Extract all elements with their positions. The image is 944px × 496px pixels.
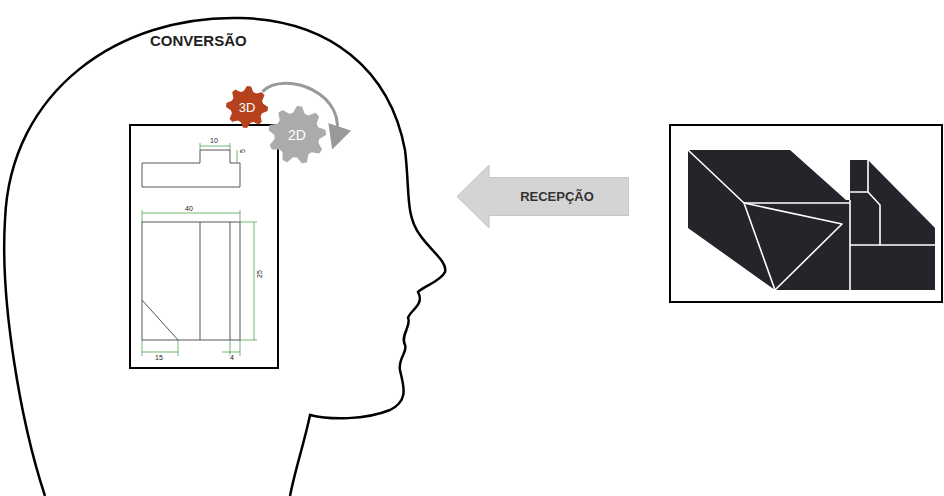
dimension-label: 4 xyxy=(230,354,234,361)
technical-drawing xyxy=(130,125,278,368)
head-outline xyxy=(4,18,445,496)
dimension-label: 40 xyxy=(185,205,193,212)
object-3d xyxy=(670,125,942,302)
gear-outline xyxy=(226,86,268,128)
gear-outline xyxy=(268,106,326,164)
gear-label: 3D xyxy=(239,100,256,115)
dimension-label: 25 xyxy=(256,270,263,278)
arrow-outline xyxy=(457,165,629,228)
gear-node: 2D xyxy=(267,105,327,165)
gear-node: 3D xyxy=(225,85,269,129)
gear-label: 2D xyxy=(288,127,306,143)
dimension-label: 15 xyxy=(155,354,163,361)
arrow-node: RECEPÇÃO xyxy=(457,165,629,228)
title-label: CONVERSÃO xyxy=(150,33,247,48)
arrow-label: RECEPÇÃO xyxy=(520,189,594,204)
dimension-label: 10 xyxy=(210,137,218,144)
dimension-label: 5 xyxy=(239,149,246,153)
